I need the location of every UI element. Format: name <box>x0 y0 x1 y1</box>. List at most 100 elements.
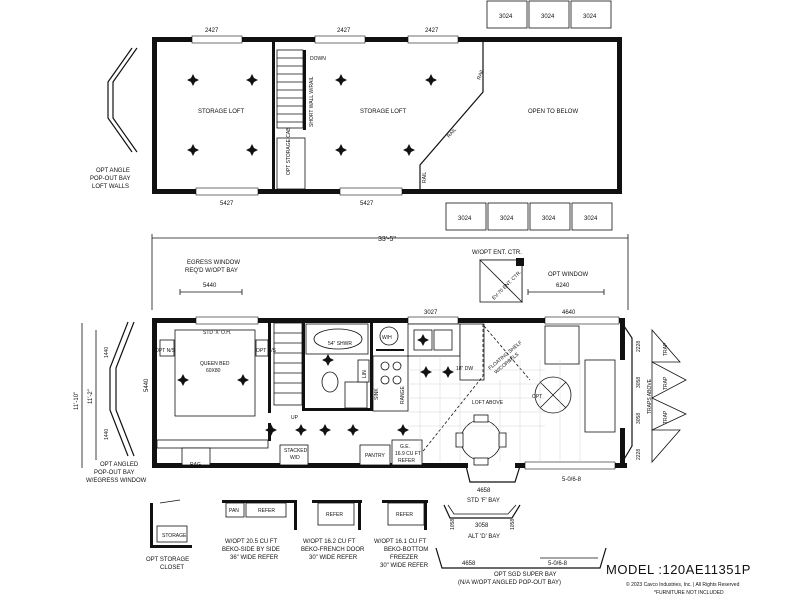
skylight-bottom-1: 3024 <box>458 216 472 222</box>
traps-above-label: TRAPS ABOVE <box>647 378 653 414</box>
furniture-note: *FURNITURE NOT INCLUDED <box>654 590 724 596</box>
open-to-below-label: OPEN TO BELOW <box>528 109 578 115</box>
pan-label: PAN <box>229 508 239 514</box>
front-window-dim: 4640 <box>562 310 576 316</box>
skylights-bottom: 3024 3024 3024 3024 <box>445 202 613 231</box>
loft-dim-top-3: 2427 <box>425 28 439 34</box>
skylight-top-3: 3024 <box>583 14 597 20</box>
model-number: MODEL :120AE11351P <box>606 562 751 577</box>
skylight-bottom-4: 3024 <box>584 216 598 222</box>
opt-angled-bay-line1: OPT ANGLED <box>100 462 139 468</box>
beko-bottom-line3: FREEZER <box>390 555 419 561</box>
bay-dim-1440-bottom: 1440 <box>104 429 110 440</box>
loft-plan: STORAGE LOFT STORAGE LOFT OPEN TO BELOW … <box>90 28 622 207</box>
opt-window-label: OPT WINDOW <box>548 272 589 278</box>
rag-label: RAG <box>190 462 201 468</box>
shower-label: 54" SHWR <box>328 341 352 347</box>
opt-bay-loft-line1: OPT ANGLE <box>96 168 130 174</box>
end-dim-3058-top: 3058 <box>636 377 642 388</box>
egress-window-line1: EGRESS WINDOW <box>187 260 240 266</box>
end-dim-2228-top: 2228 <box>636 341 642 352</box>
loft-dim-top-2: 2427 <box>337 28 351 34</box>
skylight-top-2: 3024 <box>541 14 555 20</box>
queen-bed-line1: QUEEN BED <box>200 361 230 367</box>
loft-above-label: LOFT ABOVE <box>472 400 504 406</box>
opt-bay-loft-line2: POP-OUT BAY <box>90 176 130 182</box>
std-f-bay-dim: 4658 <box>477 488 491 494</box>
opt-angled-bay-line3: W/EGRESS WINDOW <box>86 478 147 484</box>
std-f-bay-label: STD 'F' BAY <box>467 498 500 504</box>
opt-ns-left: OPT N/S <box>155 348 176 354</box>
egress-window-dim: 5440 <box>203 283 217 289</box>
alt-d-dim-1058-right: 1058 <box>510 519 516 530</box>
beko-bottom-line1: W/OPT 16.1 CU FT <box>374 539 427 545</box>
opt-fan-label: OPT <box>532 394 542 400</box>
std-xoh-label: STD 'X' O.H. <box>203 330 231 336</box>
refer-french-label: REFER <box>326 512 343 518</box>
trap-label-2: TRAP <box>663 376 669 390</box>
skylight-bottom-2: 3024 <box>500 216 514 222</box>
opt-angled-bay-line2: POP-OUT BAY <box>94 470 134 476</box>
loft-dim-bottom-2: 5427 <box>360 201 374 207</box>
storage-loft-left-label: STORAGE LOFT <box>198 109 245 115</box>
storage-label: STORAGE <box>162 533 187 539</box>
kitchen-window-dim: 3027 <box>424 310 438 316</box>
skylights-top: 3024 3024 3024 <box>486 0 612 29</box>
refer-side-label: REFER <box>258 508 275 514</box>
opt-window-dim: 6240 <box>556 283 570 289</box>
width-dim-11-2: 11'-2" <box>88 389 94 404</box>
beko-french-line1: W/OPT 16.2 CU FT <box>303 539 356 545</box>
copyright-text: © 2023 Cavco Industries, Inc. | All Righ… <box>626 582 740 588</box>
dishwasher-label: 18" DW <box>456 366 473 372</box>
trap-label-1: TRAP <box>663 342 669 356</box>
beko-bottom-line4: 30" WIDE REFER <box>380 563 429 569</box>
opt-bay-loft-line3: LOFT WALLS <box>92 184 129 190</box>
refer-line2: 16.9 CU FT <box>395 451 421 457</box>
water-heater-label: W/H <box>382 335 392 341</box>
stair-up-label: UP <box>291 415 299 421</box>
sink-label: SINK <box>374 388 380 400</box>
skylight-top-1: 3024 <box>499 14 513 20</box>
down-label: DOWN <box>310 56 326 62</box>
egress-window-line2: REQ'D W/OPT BAY <box>185 268 238 274</box>
bay-dim-1440-top: 1440 <box>104 347 110 358</box>
main-plan: 33'-5" <box>74 234 687 504</box>
rail-label-1: RAIL <box>476 68 486 81</box>
linen-label: LIN <box>362 370 368 378</box>
end-dim-2228-bottom: 2228 <box>636 449 642 460</box>
refer-line1: G.E. <box>400 444 410 450</box>
beko-side-line1: W/OPT 20.5 CU FT <box>225 539 278 545</box>
stacked-wd-line1: STACKED <box>284 448 308 454</box>
end-dim-3058-bottom: 3058 <box>636 413 642 424</box>
pantry-label: PANTRY <box>365 453 385 459</box>
stacked-wd-line2: W/D <box>290 455 300 461</box>
alt-d-bay-label: ALT 'D' BAY <box>468 534 500 540</box>
refer-line3: REFER <box>398 458 415 464</box>
opt-storage-cab-label: OPT STORAGE CAB <box>286 127 292 175</box>
beko-side-line3: 36" WIDE REFER <box>230 555 279 561</box>
sgd-dim: 5-0/6-8 <box>562 477 582 483</box>
refer-bottom-label: REFER <box>396 512 413 518</box>
short-wall-label: SHORT WALL W/RAIL <box>309 76 315 127</box>
beko-side-line2: BEKO-SIDE BY SIDE <box>222 547 280 553</box>
beko-french-line2: BEKO-FRENCH DOOR <box>301 547 365 553</box>
opt-storage-closet-line1: OPT STORAGE <box>146 557 189 563</box>
width-dim-11-10: 11'-10" <box>74 392 80 410</box>
opt-ns-right: OPT N/S <box>256 348 277 354</box>
alt-d-dim-3058: 3058 <box>475 523 489 529</box>
loft-dim-top-1: 2427 <box>205 28 219 34</box>
super-bay-line2: (N/A W/OPT ANGLED POP-OUT BAY) <box>458 580 561 586</box>
beko-french-line3: 30" WIDE REFER <box>309 555 358 561</box>
beko-bottom-line2: BEKO-BOTTOM <box>384 547 428 553</box>
left-window-dim: 5440 <box>144 378 150 392</box>
range-label: RANGE <box>400 386 406 404</box>
rail-label-2: RAIL <box>446 127 458 139</box>
super-bay-line1: OPT SGD SUPER BAY <box>494 572 556 578</box>
rail-label-3: RAIL <box>422 172 428 183</box>
storage-loft-right-label: STORAGE LOFT <box>360 109 407 115</box>
overall-length-dim: 33'-5" <box>378 236 396 243</box>
options-details: STORAGE OPT STORAGE CLOSET PAN REFER W/O… <box>146 499 607 586</box>
opt-storage-closet-line2: CLOSET <box>160 565 184 571</box>
super-bay-dim: 4658 <box>462 561 476 567</box>
